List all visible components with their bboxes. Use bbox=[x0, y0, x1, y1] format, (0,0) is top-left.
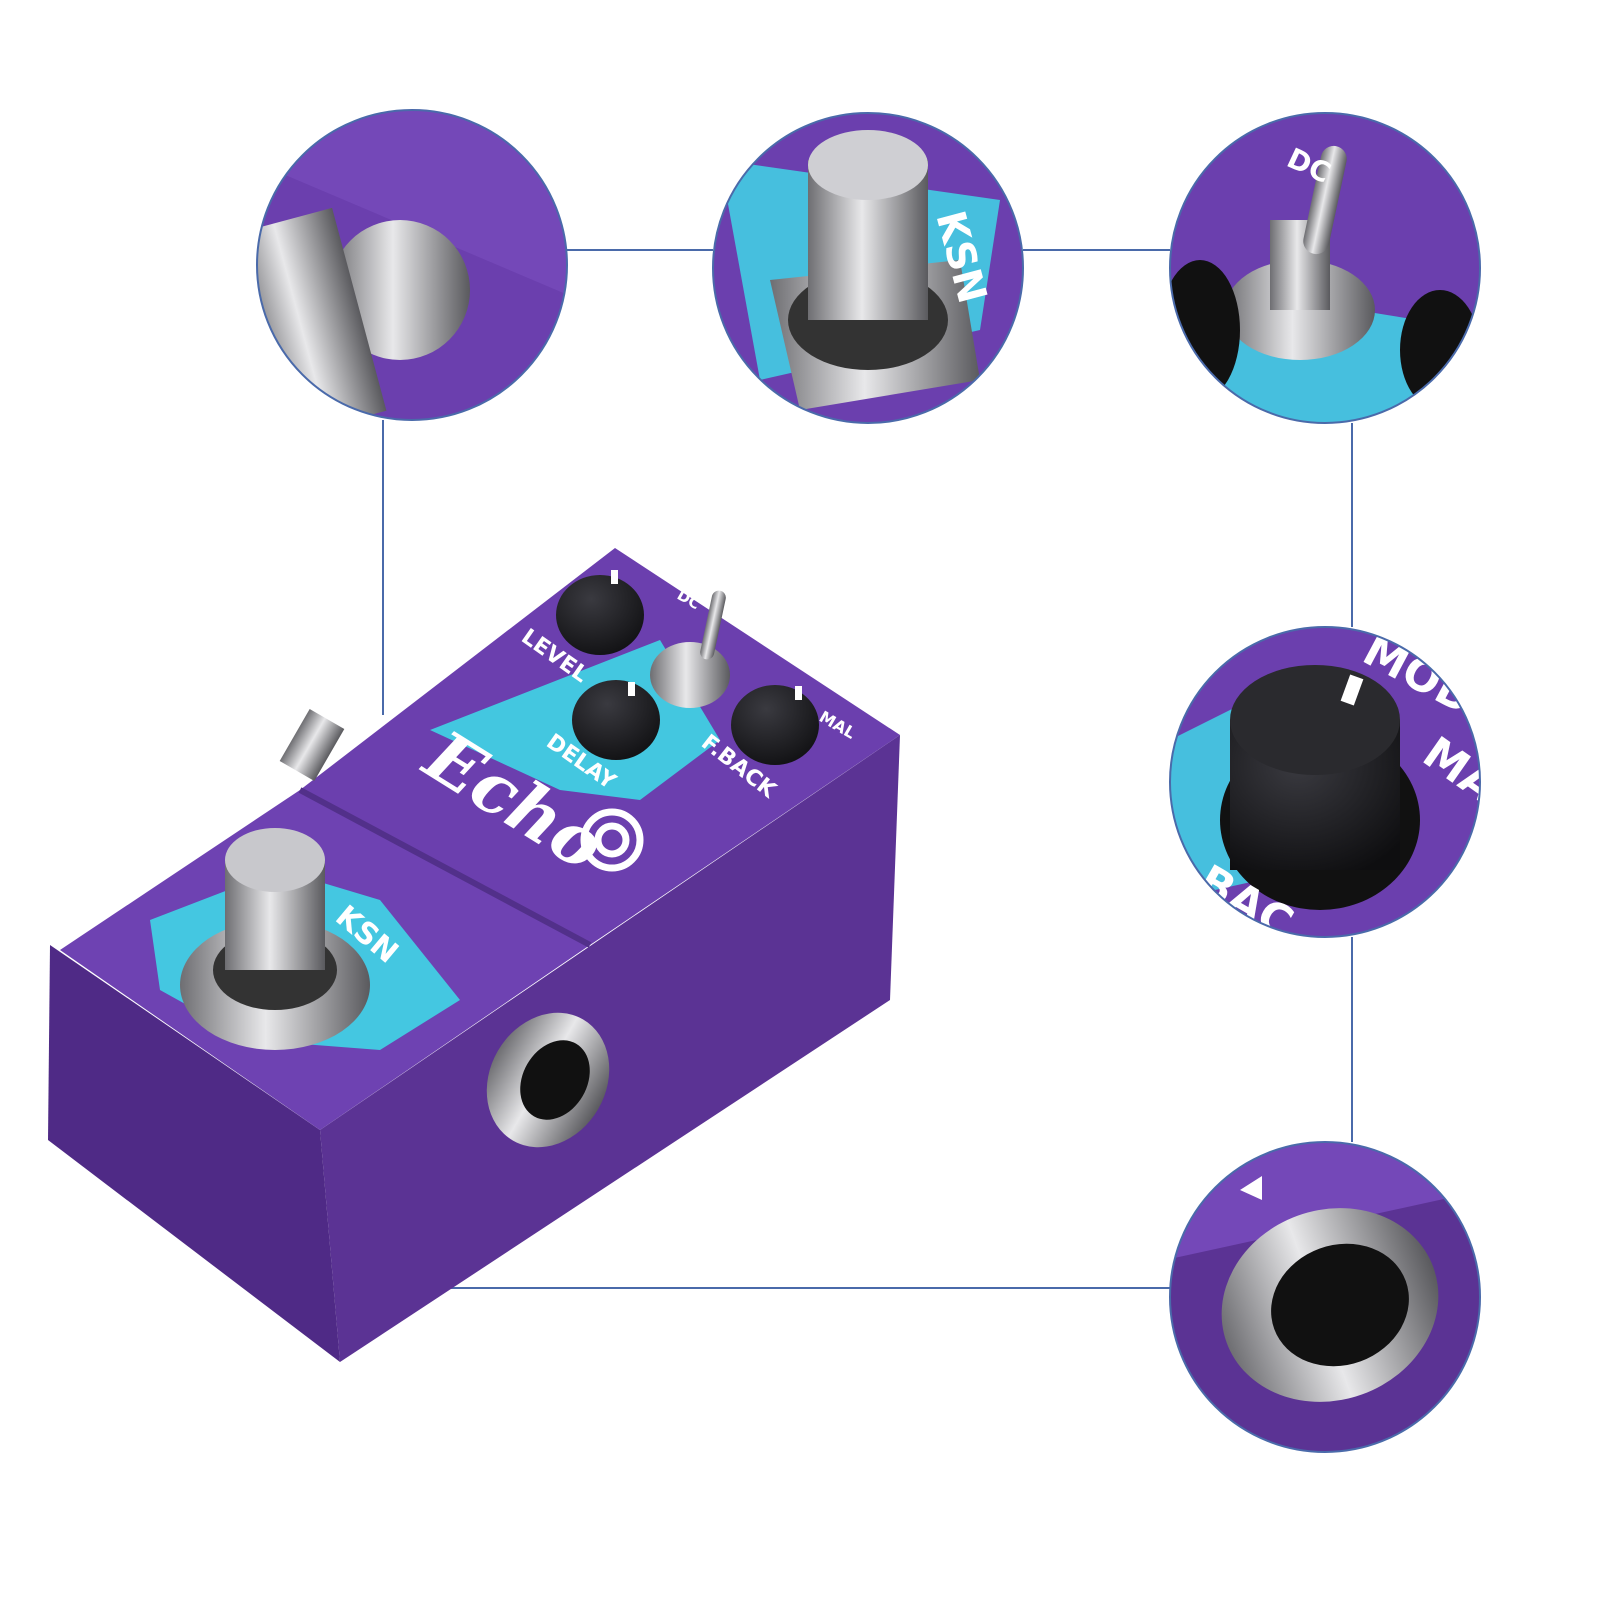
pedal: KSN LEVEL DELAY F.BACK MOD MAL DC Echo bbox=[48, 548, 900, 1362]
detail-footswitch: KSN bbox=[713, 113, 1023, 423]
feedback-knob bbox=[731, 685, 819, 765]
input-jack bbox=[279, 709, 345, 781]
level-knob bbox=[556, 570, 644, 655]
detail-feedback-knob: MOD MAL BAC bbox=[1170, 627, 1480, 937]
pedal-front-face bbox=[48, 945, 340, 1362]
footswitch bbox=[180, 828, 370, 1050]
detail-output-jack bbox=[1170, 1142, 1480, 1452]
callout-lines bbox=[382, 249, 1353, 1289]
mode-toggle-switch bbox=[650, 590, 730, 708]
output-jack bbox=[486, 1012, 610, 1148]
pedal-side-face bbox=[320, 735, 900, 1362]
detail-input-jack bbox=[257, 110, 567, 420]
detail-toggle-switch: DC bbox=[1170, 113, 1480, 423]
echo-wave-icon bbox=[580, 808, 644, 872]
delay-knob bbox=[572, 680, 660, 760]
